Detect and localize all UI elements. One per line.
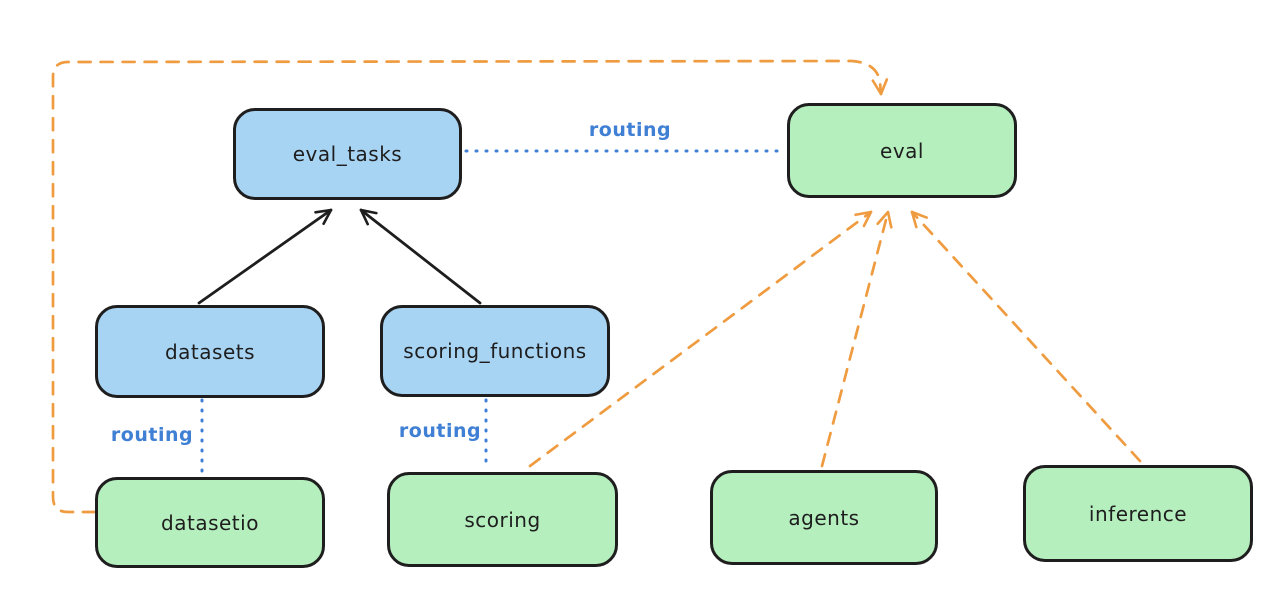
node-inference-label: inference: [1088, 501, 1188, 526]
edge-datasetio-to-eval-dashed: [51, 59, 889, 514]
edge-agents-to-eval-dashed: [820, 210, 893, 468]
node-scoring-label: scoring: [464, 507, 541, 532]
edge-label-routing-eval_tasks-eval: routing: [588, 119, 672, 141]
node-agents-label: agents: [788, 505, 860, 530]
edge-datasets-to-eval_tasks: [197, 208, 333, 305]
node-agents: agents: [710, 470, 938, 565]
node-datasetio: datasetio: [95, 477, 325, 568]
edge-label-routing-datasets-datasetio: routing: [110, 424, 194, 446]
node-eval: eval: [787, 103, 1017, 198]
edge-scoring-to-eval-dashed: [528, 210, 873, 468]
node-datasets: datasets: [95, 305, 325, 398]
node-eval_tasks-label: eval_tasks: [292, 142, 403, 166]
node-eval-label: eval: [880, 138, 924, 163]
edge-inference-to-eval-dashed: [910, 210, 1142, 463]
node-scoring_functions: scoring_functions: [380, 305, 610, 397]
node-datasets-label: datasets: [164, 339, 256, 364]
node-scoring_functions-label: scoring_functions: [403, 339, 587, 363]
edge-scoring_functions-to-eval_tasks: [359, 208, 482, 305]
node-inference: inference: [1023, 465, 1253, 562]
edge-label-routing-scoring_functions-scoring: routing: [398, 420, 482, 442]
node-eval_tasks: eval_tasks: [233, 108, 462, 200]
node-scoring: scoring: [387, 472, 618, 567]
node-datasetio-label: datasetio: [161, 510, 259, 535]
